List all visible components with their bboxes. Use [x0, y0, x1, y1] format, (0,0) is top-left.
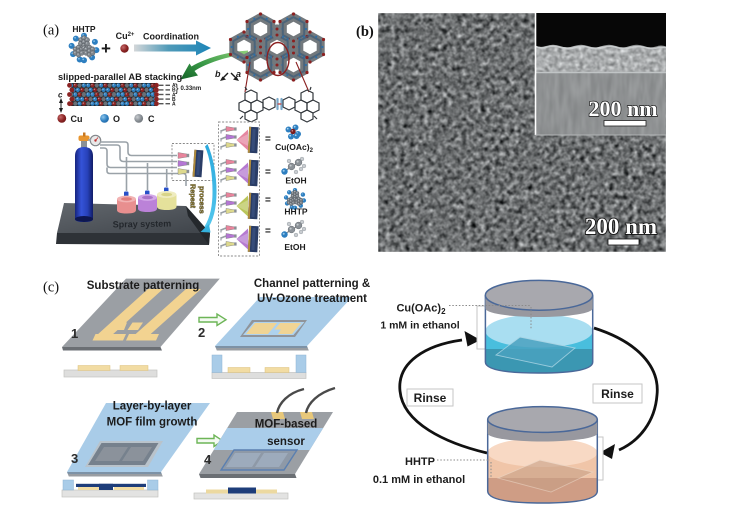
svg-text:MOF film growth: MOF film growth [107, 417, 198, 429]
svg-text:Rinse: Rinse [414, 391, 447, 405]
svg-text:Cu(OAc)2: Cu(OAc)2 [275, 142, 313, 154]
svg-text:(c): (c) [43, 280, 59, 296]
svg-text:3: 3 [71, 451, 78, 466]
svg-text:HHTP: HHTP [284, 207, 307, 217]
svg-text:EtOH: EtOH [284, 242, 305, 252]
svg-text:A: A [172, 92, 176, 98]
svg-text:Cu: Cu [71, 114, 83, 124]
svg-text:Cu(OAc)2: Cu(OAc)2 [396, 303, 446, 317]
svg-text:=: = [265, 134, 271, 145]
svg-text:A: A [172, 83, 176, 89]
svg-text:200 nm: 200 nm [585, 214, 657, 239]
svg-text:2: 2 [198, 325, 205, 340]
svg-text:c: c [58, 91, 63, 100]
svg-text:HHTP: HHTP [405, 456, 435, 468]
svg-text:Spray system: Spray system [113, 218, 172, 229]
svg-text:B: B [172, 88, 176, 94]
svg-text:Coordination: Coordination [143, 32, 199, 42]
svg-text:1: 1 [71, 326, 78, 341]
svg-text:O: O [113, 114, 120, 124]
svg-text:Cu2+: Cu2+ [116, 31, 135, 41]
svg-text:=: = [265, 226, 271, 237]
svg-text:b: b [215, 69, 221, 79]
svg-text:A: A [172, 102, 176, 108]
svg-text:MOF-based: MOF-based [255, 419, 318, 431]
svg-text:UV-Ozone treatment: UV-Ozone treatment [257, 293, 367, 305]
svg-text:slipped-parallel AB stacking: slipped-parallel AB stacking [58, 72, 182, 82]
svg-text:a: a [236, 69, 241, 79]
svg-text:sensor: sensor [267, 436, 305, 448]
svg-text:B: B [172, 97, 176, 103]
svg-text:=: = [265, 167, 271, 178]
svg-text:EtOH: EtOH [285, 176, 306, 186]
svg-text:200 nm: 200 nm [588, 96, 657, 121]
svg-text:+: + [101, 39, 111, 58]
svg-text:HHTP: HHTP [72, 24, 95, 34]
svg-text:0.1 mM in ethanol: 0.1 mM in ethanol [373, 474, 465, 486]
svg-text:(b): (b) [356, 24, 374, 40]
svg-text:1 mM in ethanol: 1 mM in ethanol [380, 320, 459, 332]
svg-text:Repeat: Repeat [189, 184, 198, 209]
svg-text:(a): (a) [43, 23, 59, 39]
svg-text:0.33nm: 0.33nm [181, 86, 202, 92]
svg-text:Rinse: Rinse [601, 387, 634, 401]
svg-text:C: C [148, 114, 155, 124]
svg-text:Substrate patterning: Substrate patterning [87, 280, 199, 292]
svg-text:4: 4 [204, 452, 212, 467]
svg-text:}: } [175, 83, 179, 95]
svg-text:=: = [265, 195, 271, 206]
svg-text:Channel patterning &: Channel patterning & [254, 278, 370, 290]
svg-text:process: process [198, 186, 207, 214]
svg-text:Layer-by-layer: Layer-by-layer [113, 401, 192, 413]
